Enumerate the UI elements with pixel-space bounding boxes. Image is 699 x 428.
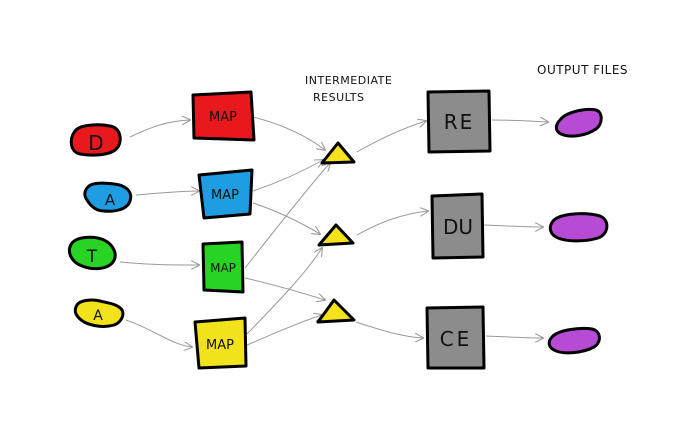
reduce-box-ce: CE: [425, 305, 486, 370]
intermediate-triangle-1: [320, 141, 356, 165]
reduce-label-du: DU: [443, 215, 473, 239]
intermediate-results-label-line2: RESULTS: [313, 91, 364, 104]
intermediate-triangle-2: [317, 223, 355, 247]
intermediate-triangles: [316, 141, 356, 324]
intermediate-triangle-3: [316, 298, 356, 324]
reduce-label-re: RE: [444, 110, 475, 134]
input-letter-a1: A: [105, 191, 116, 209]
reduce-box-re: RE: [426, 89, 492, 154]
input-blob-a1: A: [83, 181, 133, 213]
map-label-3: MAP: [210, 261, 236, 275]
intermediate-to-reduce-arrows: [355, 121, 428, 338]
output-file-2: [548, 212, 609, 243]
output-files-label: OUTPUT FILES: [537, 63, 628, 77]
map-box-1: MAP: [191, 90, 256, 142]
input-blob-d: D: [69, 123, 122, 157]
map-label-4: MAP: [206, 338, 234, 353]
input-letter-a2: A: [93, 308, 103, 324]
map-label-2: MAP: [211, 188, 239, 203]
output-file-3: [547, 326, 601, 355]
output-files: [547, 108, 609, 355]
output-file-1: [554, 108, 603, 138]
reduce-label-ce: CE: [440, 327, 473, 351]
map-box-4: MAP: [193, 316, 248, 370]
map-to-intermediate-arrows: [244, 116, 330, 346]
input-blob-a2: A: [73, 298, 125, 328]
reduce-box-du: DU: [430, 192, 485, 260]
input-letter-t: T: [86, 247, 98, 267]
input-blob-t: T: [67, 235, 117, 271]
reduce-to-output-arrows: [483, 120, 548, 338]
map-box-2: MAP: [197, 168, 254, 220]
map-box-3: MAP: [201, 240, 245, 294]
map-label-1: MAP: [209, 110, 237, 125]
intermediate-results-label-line1: INTERMEDIATE: [305, 74, 392, 87]
input-to-map-arrows: [119, 120, 199, 347]
input-letter-d: D: [88, 131, 103, 155]
